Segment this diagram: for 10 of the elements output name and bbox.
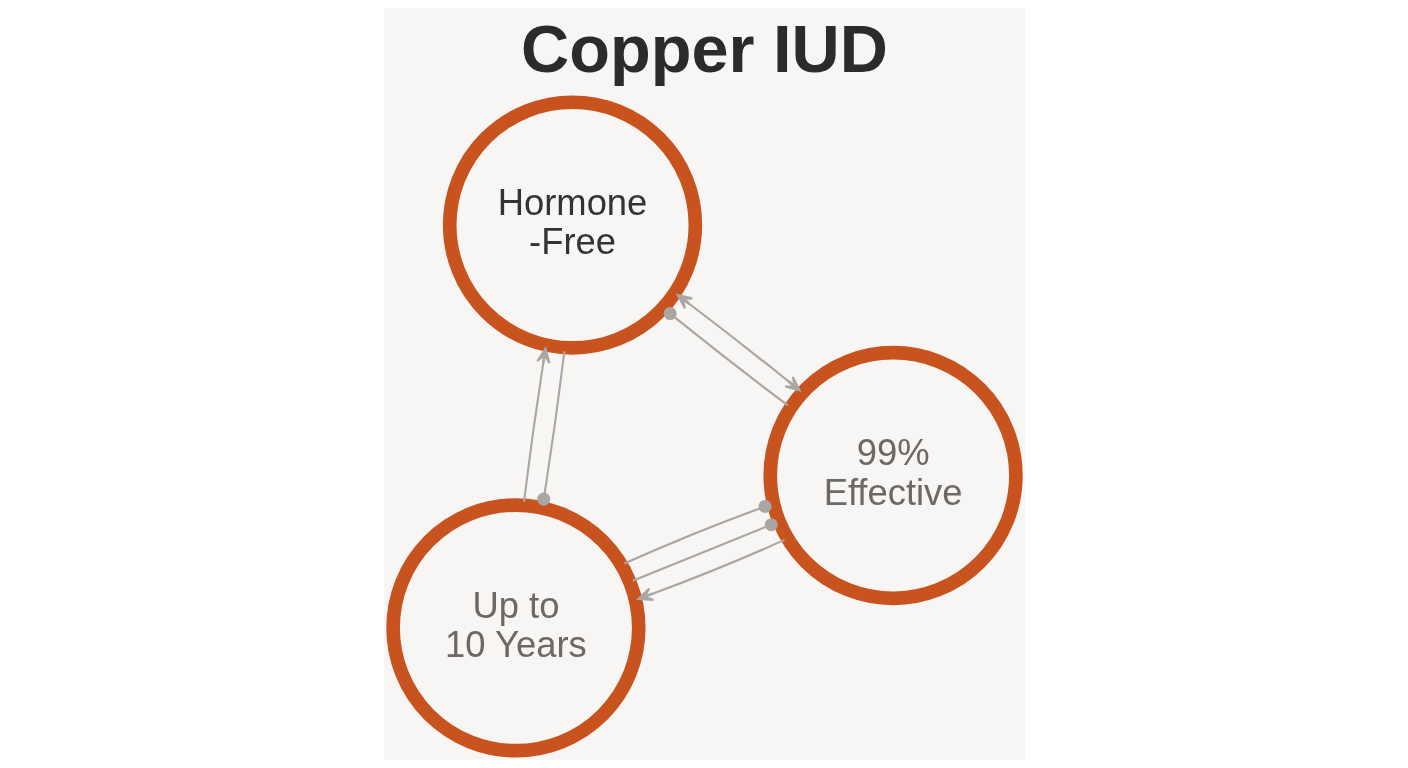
arrow <box>522 347 551 502</box>
arrow <box>637 538 785 601</box>
connector <box>663 307 789 407</box>
connector <box>623 499 772 565</box>
diagram-title: Copper IUD <box>520 12 888 87</box>
connector <box>536 351 565 506</box>
connector <box>631 518 778 582</box>
arrow <box>676 294 801 392</box>
node-circle: Up to 10 Years <box>385 498 646 758</box>
node-circle: Hormone -Free <box>442 95 702 355</box>
